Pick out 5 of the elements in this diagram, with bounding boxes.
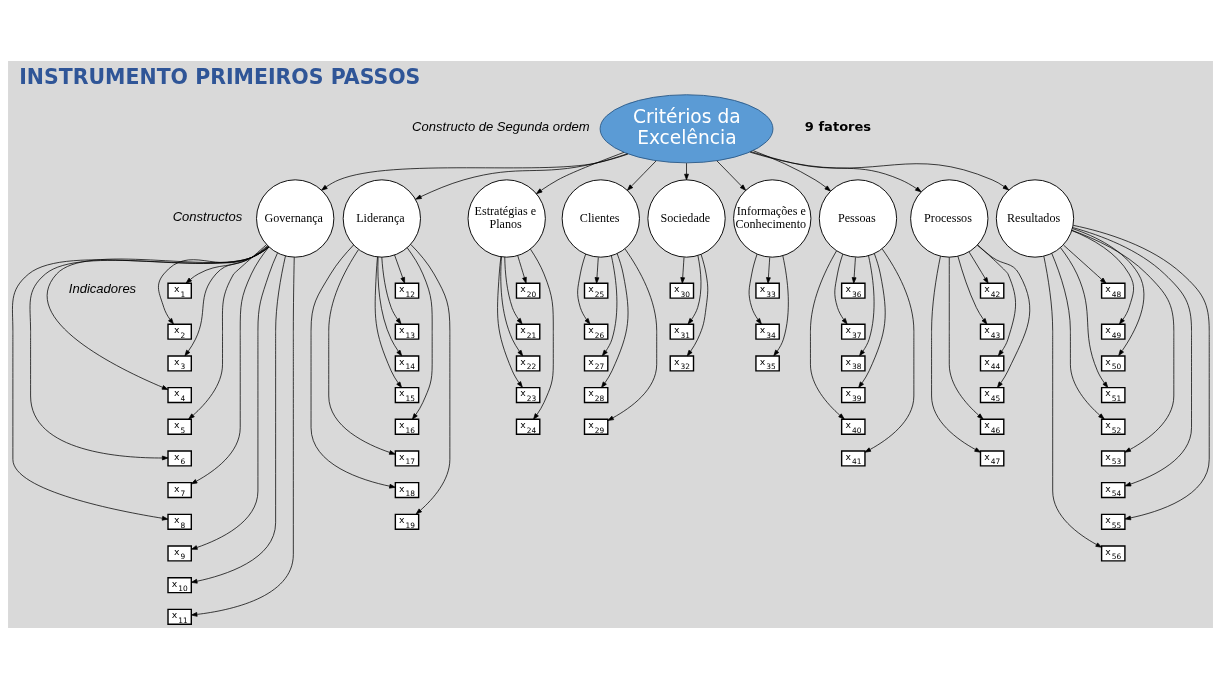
diagram-title: INSTRUMENTO PRIMEIROS PASSOS <box>19 64 421 89</box>
label: Indicadores <box>68 280 137 296</box>
label: Constructo de Segunda ordem <box>412 118 590 134</box>
label: Constructos <box>172 208 243 224</box>
label: 9 fatores <box>804 118 872 134</box>
